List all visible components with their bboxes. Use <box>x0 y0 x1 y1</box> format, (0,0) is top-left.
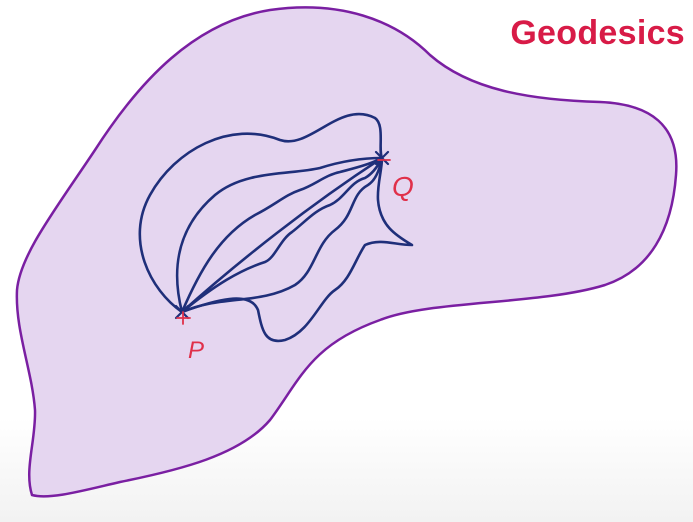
path-outer-bottom <box>180 156 414 343</box>
manifold-region <box>15 6 678 498</box>
path-wiggle-upper <box>180 156 384 314</box>
path-upper <box>175 156 384 314</box>
path-wiggle-lower <box>180 156 384 314</box>
point-p-marker <box>174 304 190 320</box>
point-p-label: P <box>188 337 204 364</box>
point-q-marker <box>374 150 390 166</box>
path-outer-top <box>138 112 384 314</box>
path-geodesic <box>180 156 384 314</box>
slide-title: Geodesics <box>510 14 685 52</box>
point-q-label: Q <box>392 171 414 202</box>
